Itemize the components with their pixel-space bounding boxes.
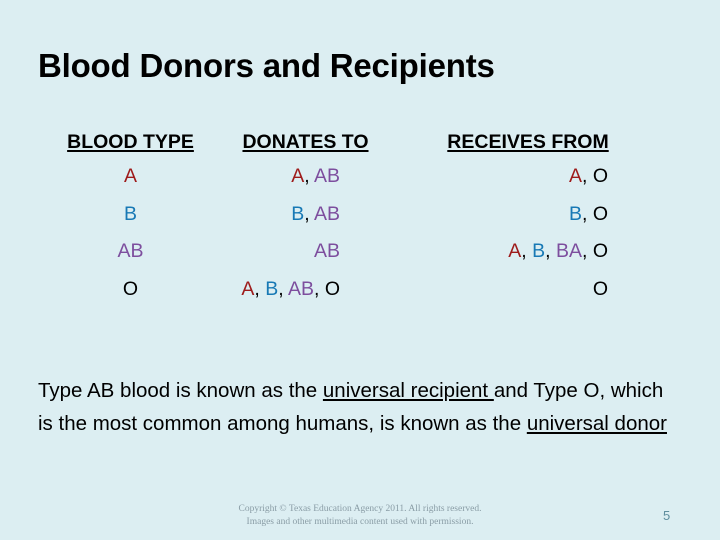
- blood-type-token: ,: [581, 240, 593, 262]
- copyright-notice: Copyright © Texas Education Agency 2011.…: [0, 503, 720, 529]
- blood-type-token: B: [265, 277, 279, 300]
- blood-type-token: ,: [545, 240, 556, 262]
- blood-type-token: B: [123, 202, 137, 225]
- blood-type-token: AB: [117, 240, 144, 262]
- blood-type-token: AB: [287, 277, 314, 300]
- cell-donates-to: B, AB: [223, 196, 388, 234]
- blood-type-token: O: [592, 165, 608, 187]
- blood-type-token: AB: [313, 202, 340, 225]
- cell-receives-from: A, B, BA, O: [388, 233, 668, 271]
- cell-blood-type: AB: [38, 233, 223, 271]
- column-header-donates-to: DONATES TO: [223, 131, 388, 158]
- column-header-blood-type-label: BLOOD TYPE: [67, 131, 194, 153]
- cell-blood-type: O: [38, 271, 223, 309]
- blood-type-token: A: [123, 165, 137, 187]
- blood-type-token: ,: [581, 165, 593, 187]
- explanation-paragraph: Type AB blood is known as the universal …: [38, 374, 678, 440]
- blood-type-token: A: [291, 165, 305, 187]
- blood-type-token: O: [592, 240, 608, 262]
- blood-type-token: A: [508, 240, 522, 262]
- blood-type-token: ,: [304, 165, 314, 187]
- cell-donates-to: A, AB: [223, 158, 388, 196]
- blood-type-token: ,: [581, 202, 593, 225]
- blood-type-token: O: [592, 202, 608, 225]
- blood-type-token: A: [241, 277, 255, 300]
- universal-donor-underlined: universal donor: [526, 412, 667, 435]
- blood-type-token: ,: [278, 277, 288, 300]
- page-number: 5: [663, 508, 671, 523]
- column-header-receives-from-label: RECEIVES FROM: [447, 131, 609, 153]
- blood-type-token: O: [122, 277, 139, 300]
- cell-receives-from: A, O: [388, 158, 668, 196]
- cell-receives-from: B, O: [388, 196, 668, 234]
- column-header-donates-to-label: DONATES TO: [242, 131, 369, 153]
- blood-type-token: B: [291, 202, 305, 225]
- paragraph-segment-2: and Type O, which is the most common amo…: [38, 379, 664, 435]
- blood-type-token: O: [592, 277, 608, 300]
- blood-type-token: AB: [313, 240, 340, 262]
- table-header-row: BLOOD TYPE DONATES TO RECEIVES FROM: [38, 131, 668, 158]
- cell-blood-type: B: [38, 196, 223, 234]
- blood-type-token: O: [324, 277, 340, 300]
- universal-recipient-underlined: universal recipient: [322, 379, 494, 402]
- blood-type-token: A: [568, 165, 582, 187]
- page-title: Blood Donors and Recipients: [38, 47, 495, 84]
- blood-type-token: ,: [254, 277, 266, 300]
- blood-type-token: AB: [313, 165, 340, 187]
- copyright-line-2: Images and other multimedia content used…: [246, 517, 474, 527]
- blood-type-token: B: [532, 240, 546, 262]
- column-header-receives-from: RECEIVES FROM: [388, 131, 668, 158]
- cell-blood-type: A: [38, 158, 223, 196]
- blood-type-token: ,: [304, 202, 314, 225]
- column-header-blood-type: BLOOD TYPE: [38, 131, 223, 158]
- blood-type-token: BA: [555, 240, 582, 262]
- paragraph-segment-1: Type AB blood is known as the: [38, 379, 323, 402]
- copyright-line-1: Copyright © Texas Education Agency 2011.…: [238, 504, 482, 514]
- blood-type-token: B: [568, 202, 582, 225]
- cell-donates-to: AB: [223, 233, 388, 271]
- cell-receives-from: O: [388, 271, 668, 309]
- cell-donates-to: A, B, AB, O: [223, 271, 388, 309]
- blood-type-token: ,: [521, 240, 533, 262]
- blood-type-token: ,: [313, 277, 325, 300]
